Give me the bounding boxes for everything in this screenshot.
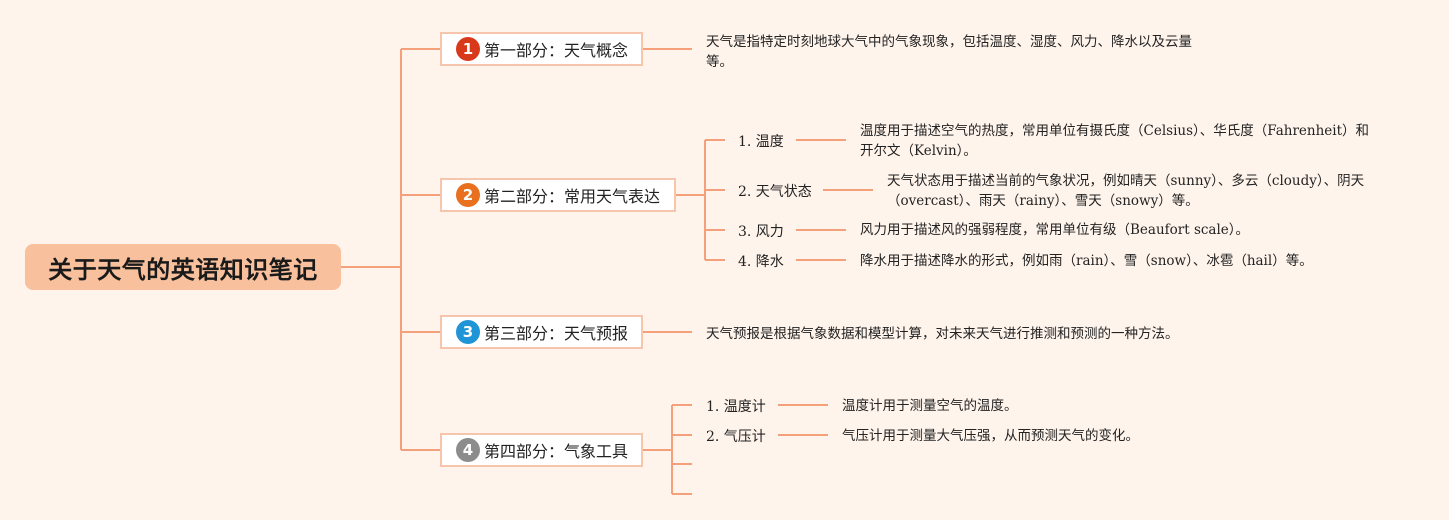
section-4-node[interactable]: 4 第四部分：气象工具 <box>440 433 643 467</box>
section-2-item-4-label[interactable]: 4. 降水 <box>738 254 784 270</box>
section-4-item-2-label[interactable]: 2. 气压计 <box>706 429 766 445</box>
section-4-item-1-desc: 温度计用于测量空气的温度。 <box>842 398 1018 414</box>
section-2-item-1-label[interactable]: 1. 温度 <box>738 134 784 150</box>
section-2-node[interactable]: 2 第二部分：常用天气表达 <box>440 178 676 212</box>
section-3-node[interactable]: 3 第三部分：天气预报 <box>440 315 643 349</box>
section-2-item-2-label[interactable]: 2. 天气状态 <box>738 184 812 200</box>
root-topic[interactable]: 关于天气的英语知识笔记 <box>25 244 341 290</box>
number-badge-4: 4 <box>456 438 480 462</box>
section-2-item-4-desc: 降水用于描述降水的形式，例如雨（rain）、雪（snow）、冰雹（hail）等。 <box>860 253 1313 269</box>
root-title: 关于天气的英语知识笔记 <box>48 255 318 284</box>
section-3-title: 第三部分：天气预报 <box>484 324 629 343</box>
section-2-item-1-desc: 温度用于描述空气的热度，常用单位有摄氏度（Celsius）、华氏度（Fahren… <box>860 123 1370 159</box>
section-2-item-3-label[interactable]: 3. 风力 <box>738 224 784 240</box>
section-2-item-3-desc: 风力用于描述风的强弱程度，常用单位有级（Beaufort scale）。 <box>860 222 1250 238</box>
section-1-node[interactable]: 1 第一部分：天气概念 <box>440 32 643 66</box>
section-1-title: 第一部分：天气概念 <box>484 41 629 60</box>
section-2-item-2-desc: 天气状态用于描述当前的气象状况，例如晴天（sunny）、多云（cloudy）、阴… <box>887 173 1365 209</box>
section-4-item-1-label[interactable]: 1. 温度计 <box>706 399 766 415</box>
number-badge-3: 3 <box>456 320 480 344</box>
section-1-desc: 天气是指特定时刻地球大气中的气象现象，包括温度、湿度、风力、降水以及云量等。 <box>706 34 1192 70</box>
number-badge-2: 2 <box>456 183 480 207</box>
number-badge-1: 1 <box>456 37 480 61</box>
section-2-title: 第二部分：常用天气表达 <box>484 187 661 206</box>
section-3-desc: 天气预报是根据气象数据和模型计算，对未来天气进行推测和预测的一种方法。 <box>706 326 1179 342</box>
section-4-item-2-desc: 气压计用于测量大气压强，从而预测天气的变化。 <box>842 428 1139 444</box>
section-4-title: 第四部分：气象工具 <box>484 442 629 461</box>
